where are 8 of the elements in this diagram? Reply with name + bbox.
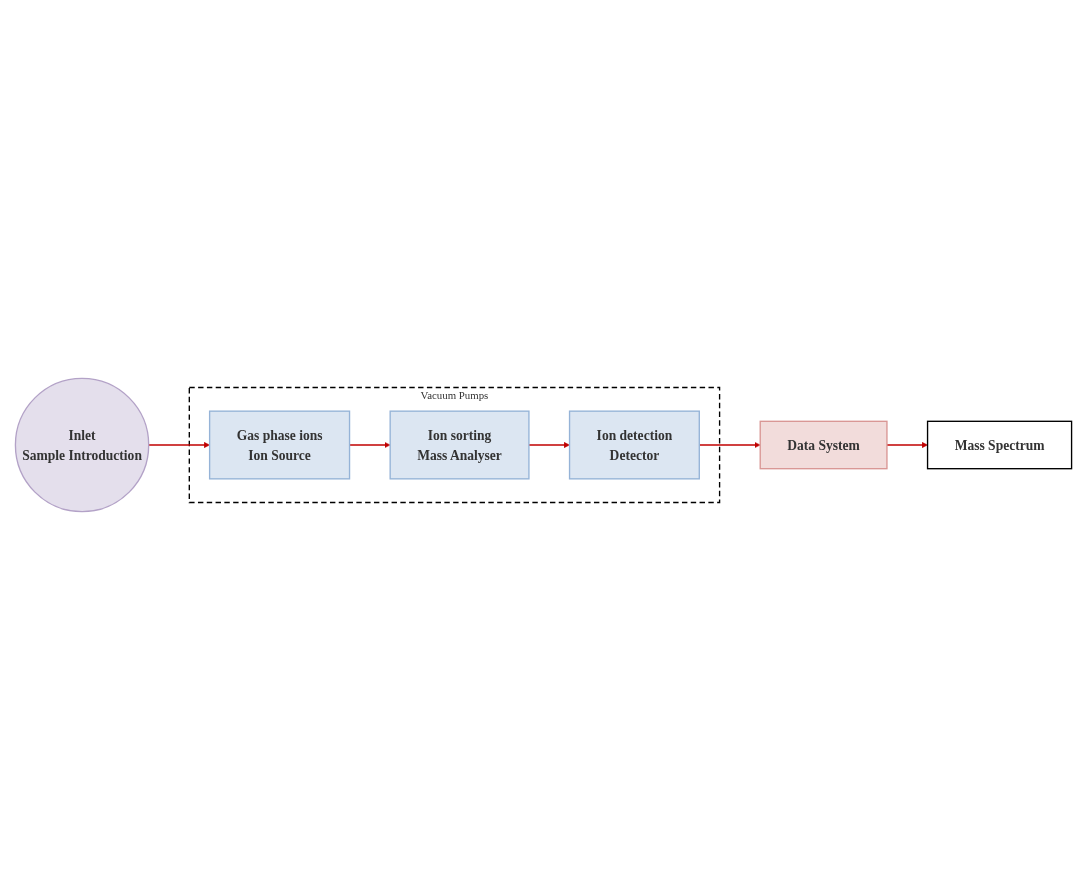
arrow	[528, 442, 570, 448]
node-box: Ion detection Detector	[568, 410, 700, 480]
node-box: Mass Spectrum	[926, 420, 1073, 470]
node-box: Ion sorting Mass Analyser	[389, 410, 530, 480]
arrow	[886, 442, 928, 448]
node-box: Gas phase ions Ion Source	[208, 410, 351, 480]
node-box: Data System	[759, 420, 888, 470]
node-circle: Inlet Sample Introduction	[14, 377, 150, 513]
